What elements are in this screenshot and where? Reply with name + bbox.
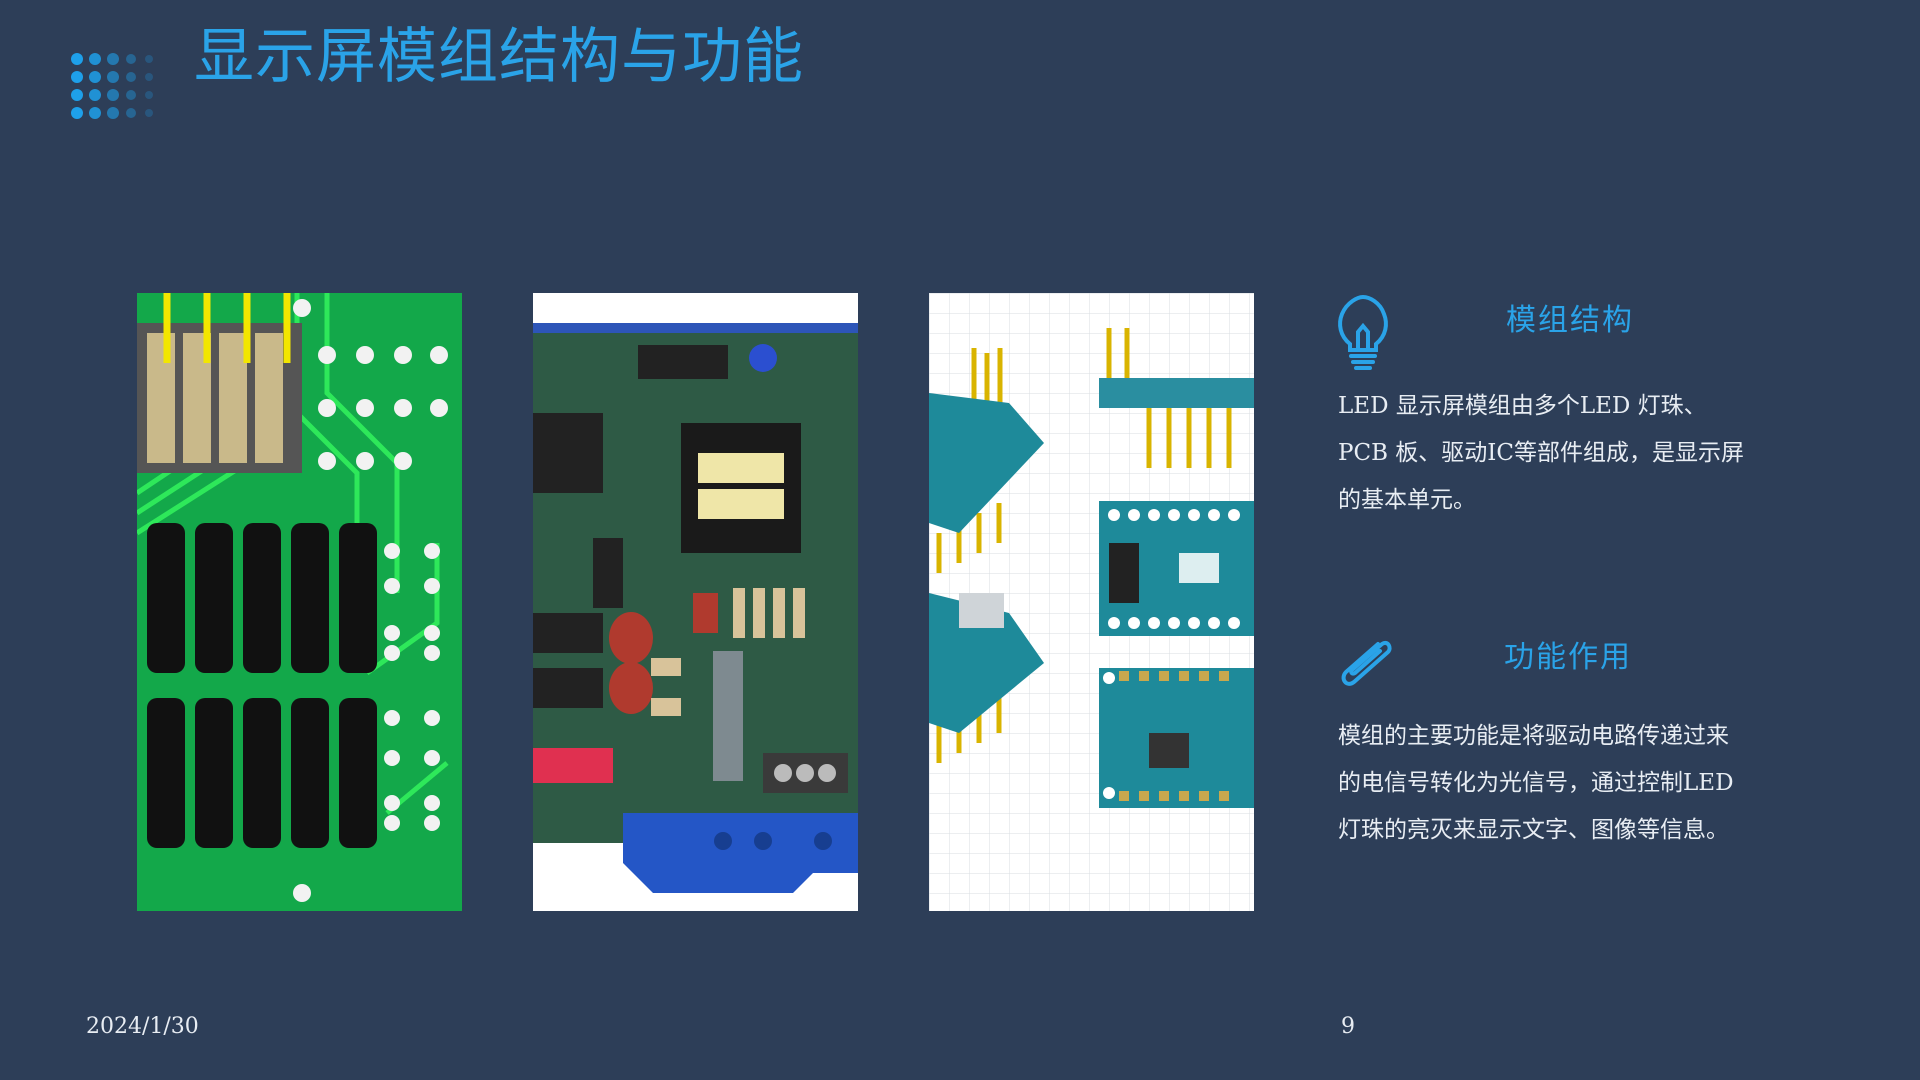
slide-date: 2024/1/30 bbox=[86, 1014, 199, 1039]
circuit-board-green-image bbox=[137, 293, 462, 911]
page-number: 9 bbox=[1341, 1014, 1355, 1039]
circuit-board-control-image bbox=[533, 293, 858, 911]
section-title-function: 功能作用 bbox=[1504, 640, 1632, 675]
section-title-structure: 模组结构 bbox=[1506, 303, 1634, 338]
circuit-board-modules-image bbox=[929, 293, 1254, 911]
page-title: 显示屏模组结构与功能 bbox=[194, 22, 804, 92]
section-body-structure: LED 显示屏模组由多个LED 灯珠、PCB 板、驱动IC等部件组成，是显示屏的… bbox=[1338, 393, 1744, 513]
dot-grid-decoration bbox=[71, 53, 153, 119]
lightbulb-icon bbox=[1338, 294, 1388, 370]
section-body-function: 模组的主要功能是将驱动电路传递过来的电信号转化为光信号，通过控制LED 灯珠的亮… bbox=[1338, 723, 1734, 843]
paperclip-icon bbox=[1341, 641, 1392, 686]
